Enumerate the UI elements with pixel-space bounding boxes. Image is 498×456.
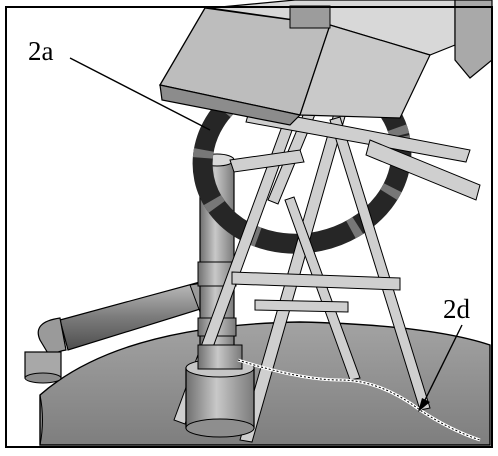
figure-frame xyxy=(5,6,493,448)
motor-box xyxy=(158,0,493,126)
leader-line-2d xyxy=(424,324,463,401)
cable-outline xyxy=(237,359,481,441)
arrowhead-2d xyxy=(418,398,430,412)
pump xyxy=(185,344,255,438)
callout-label-2d: 2d xyxy=(443,294,470,324)
callout-label-2a: 2a xyxy=(28,36,54,66)
leader-line-2a xyxy=(69,57,211,131)
